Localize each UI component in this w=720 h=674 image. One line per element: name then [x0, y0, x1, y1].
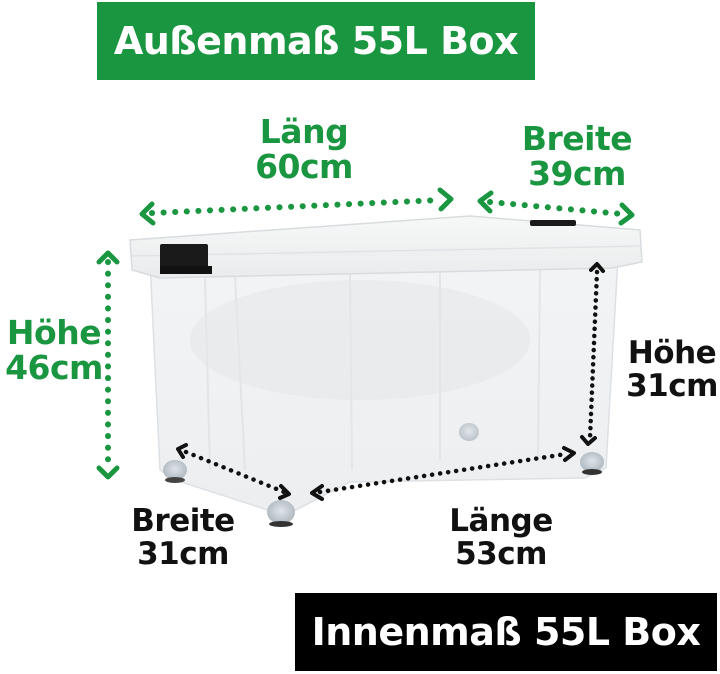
inner-length-arrow	[310, 446, 576, 501]
lid-clip-right	[530, 220, 576, 226]
outer-height-value: 46cm	[5, 347, 103, 387]
inner-length-label: Länge 53cm	[436, 505, 566, 570]
outer-length-value: 60cm	[255, 146, 353, 186]
outer-height-arrow	[96, 250, 120, 480]
outer-length-arrow	[139, 187, 454, 226]
inner-dimensions-banner: Innenmaß 55L Box	[295, 593, 717, 671]
inner-height-value: 31cm	[626, 367, 718, 404]
lid-clip-left	[160, 244, 212, 274]
outer-length-title: Läng	[259, 112, 349, 151]
inner-length-title: Länge	[449, 503, 553, 539]
outer-dimensions-banner-label: Außenmaß 55L Box	[113, 19, 519, 63]
outer-width-title: Breite	[521, 119, 633, 158]
outer-width-value: 39cm	[528, 153, 626, 193]
inner-width-value: 31cm	[137, 535, 229, 572]
inner-dimensions-banner-label: Innenmaß 55L Box	[311, 610, 701, 654]
outer-height-title: Höhe	[6, 313, 102, 352]
outer-width-arrow	[477, 190, 635, 226]
inner-height-title: Höhe	[627, 335, 717, 371]
wheel-inner	[459, 423, 479, 441]
inner-width-arrow	[176, 443, 291, 500]
storage-box	[129, 215, 643, 527]
outer-dimensions-banner: Außenmaß 55L Box	[97, 2, 535, 80]
inner-length-value: 53cm	[455, 535, 547, 572]
inner-width-label: Breite 31cm	[118, 505, 248, 570]
inner-height-label: Höhe 31cm	[622, 337, 720, 402]
inner-width-title: Breite	[131, 503, 235, 539]
outer-width-label: Breite 39cm	[512, 119, 642, 193]
wheel-back-left	[163, 460, 187, 483]
outer-length-label: Läng 60cm	[244, 112, 364, 186]
wheel-front-left	[267, 500, 295, 527]
inner-height-arrow	[580, 262, 605, 446]
outer-height-label: Höhe 46cm	[0, 313, 110, 387]
wheel-right	[580, 452, 604, 475]
